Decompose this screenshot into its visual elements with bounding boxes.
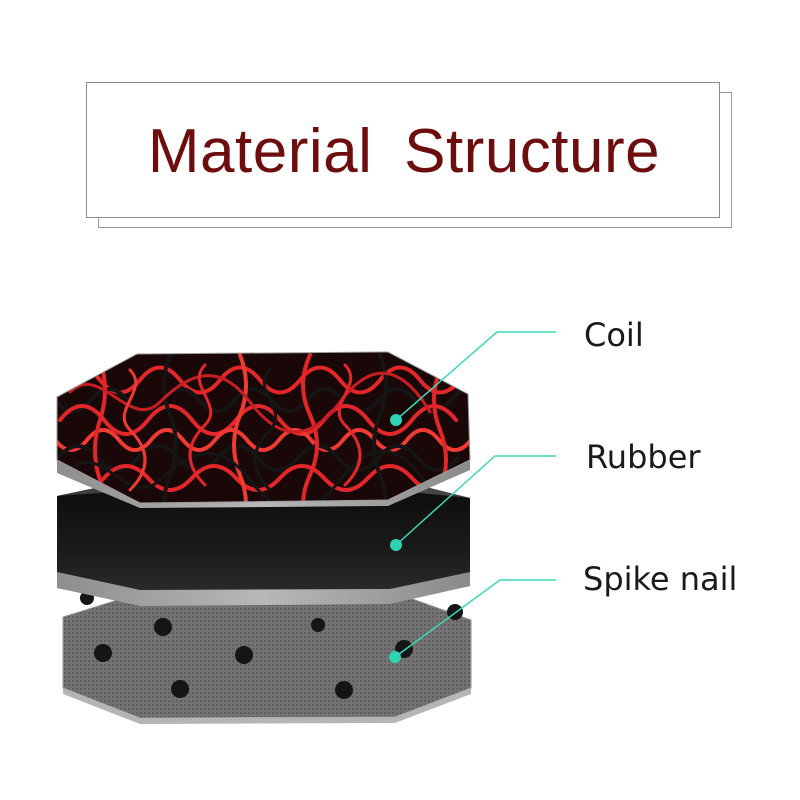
leader-line-spike <box>394 579 556 658</box>
label-rubber: Rubber <box>586 438 701 476</box>
page-title: Material Structure <box>147 116 661 186</box>
leader-line-rubber <box>395 455 556 546</box>
leader-dot-rubber <box>390 539 402 551</box>
label-coil: Coil <box>584 316 644 354</box>
leader-dot-spike <box>389 651 401 663</box>
spike-nail <box>335 681 353 699</box>
spike-nail <box>154 618 172 636</box>
spike-nail <box>235 646 253 664</box>
coil-layer <box>56 351 471 508</box>
spike-nail-layer <box>62 591 472 724</box>
leader-lines <box>394 331 556 658</box>
title-frame <box>86 82 720 218</box>
spike-nail <box>171 680 189 698</box>
leader-dots <box>389 414 402 663</box>
spike-nail <box>94 644 112 662</box>
spike-nail-dots <box>80 591 463 699</box>
leader-dot-coil <box>390 414 402 426</box>
leader-line-coil <box>395 331 556 421</box>
spike-nail <box>311 618 325 632</box>
label-spike-nail: Spike nail <box>583 560 738 598</box>
